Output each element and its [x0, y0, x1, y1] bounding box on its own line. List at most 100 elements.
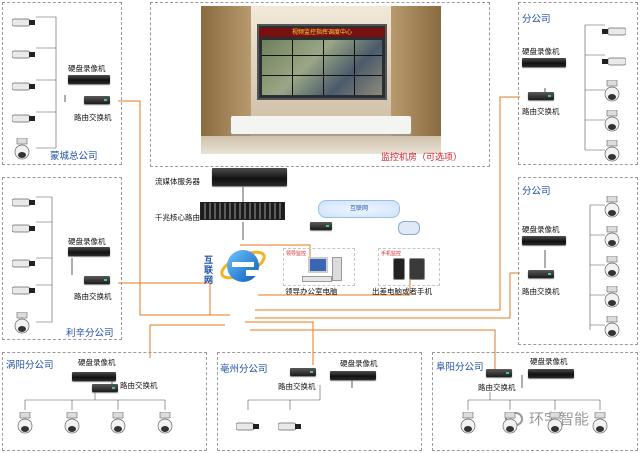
right-mid-router	[528, 270, 554, 278]
mengcheng-dvr-label: 硬盘录像机	[68, 64, 106, 73]
link-mengcheng	[118, 100, 230, 316]
dome-camera-icon	[604, 255, 620, 280]
mobile-label: 出差电脑或者手机	[372, 287, 432, 296]
right-mid-dvr	[522, 236, 566, 245]
cloud-icon	[398, 221, 420, 235]
dome-camera-icon	[604, 109, 620, 134]
pc-tower-icon	[332, 257, 342, 281]
bullet-camera-icon	[602, 21, 627, 36]
core-router	[200, 202, 285, 220]
dome-camera-icon	[604, 225, 620, 250]
dome-camera-icon	[14, 137, 30, 162]
media-server	[212, 168, 287, 186]
branch-mengcheng	[2, 2, 122, 165]
video-wall-photo: 视频监控指挥调度中心	[201, 6, 441, 154]
dome-camera-icon	[592, 411, 608, 436]
bozhou-router-label: 路由交换机	[278, 382, 316, 391]
bozhou-dvr	[330, 371, 376, 380]
mengcheng-router	[84, 96, 110, 104]
branch-bozhou	[217, 352, 422, 451]
pc-keyboard-icon	[302, 276, 332, 282]
media-server-label: 流媒体服务器	[155, 177, 200, 186]
bullet-camera-icon	[11, 280, 36, 295]
bullet-camera-icon	[11, 12, 36, 27]
branch-right-top-name: 分公司	[522, 14, 551, 25]
mengcheng-dvr	[68, 75, 110, 84]
guoyang-dvr	[72, 372, 116, 381]
dome-camera-icon	[604, 139, 620, 164]
right-top-router-label: 路由交换机	[522, 107, 560, 116]
right-mid-dvr-label: 硬盘录像机	[522, 225, 560, 234]
bullet-camera-icon	[602, 51, 627, 66]
bullet-camera-icon	[277, 416, 302, 431]
right-mid-router-label: 路由交换机	[522, 287, 560, 296]
dome-camera-icon	[547, 411, 563, 436]
branch-right-mid-name: 分公司	[522, 186, 551, 197]
bozhou-dvr-label: 硬盘录像机	[340, 359, 378, 368]
video-wall: 视频监控指挥调度中心	[257, 24, 387, 100]
dome-camera-icon	[604, 315, 620, 340]
branch-right-mid	[518, 177, 638, 345]
cloud-switch	[310, 222, 332, 230]
fuyang-dvr	[528, 369, 574, 378]
dome-camera-icon	[604, 79, 620, 104]
branch-lixin-name: 利辛分公司	[66, 328, 114, 339]
right-top-router	[528, 92, 554, 100]
monitor-room-box: 视频监控指挥调度中心 监控机房（可选项）	[150, 2, 490, 167]
fuyang-dvr-label: 硬盘录像机	[530, 357, 568, 366]
bullet-camera-icon	[11, 192, 36, 207]
screen-grid	[262, 40, 382, 95]
leader-pc-label: 领导办公室电脑	[285, 287, 338, 296]
dome-camera-icon	[110, 411, 126, 436]
bullet-camera-icon	[11, 76, 36, 91]
wall-banner: 视频监控指挥调度中心	[259, 28, 385, 37]
right-top-dvr-label: 硬盘录像机	[522, 47, 560, 56]
reception-desk	[231, 116, 411, 134]
guoyang-router	[92, 384, 118, 392]
branch-guoyang	[2, 352, 207, 451]
internet-e-icon	[220, 250, 266, 282]
internet-logo	[218, 240, 268, 290]
bullet-camera-icon	[235, 416, 260, 431]
branch-mengcheng-name: 蒙城总公司	[50, 151, 98, 162]
phone-icon	[393, 258, 405, 280]
cloud-label: 互联网	[349, 205, 368, 212]
lixin-dvr	[68, 247, 110, 256]
monitor-room-label: 监控机房（可选项）	[381, 153, 463, 163]
link-right-mid	[255, 272, 520, 319]
internet-label: 互联网	[204, 256, 214, 286]
right-top-dvr	[522, 58, 566, 67]
bullet-camera-icon	[11, 44, 36, 59]
bozhou-router	[290, 368, 316, 376]
dome-camera-icon	[14, 311, 30, 336]
leader-pc-box: 领导监控	[283, 248, 355, 286]
bullet-camera-icon	[11, 108, 36, 123]
floor	[201, 136, 441, 154]
lixin-router-label: 路由交换机	[74, 292, 112, 301]
link-guoyang	[149, 324, 225, 358]
dome-camera-icon	[17, 411, 33, 436]
link-right-top	[255, 96, 520, 311]
dome-camera-icon	[604, 285, 620, 310]
tablet-icon	[409, 258, 425, 280]
guoyang-dvr-label: 硬盘录像机	[78, 358, 116, 367]
fuyang-router	[486, 369, 512, 377]
dome-camera-icon	[502, 411, 518, 436]
cloud: 互联网	[318, 200, 400, 218]
branch-right-top	[518, 2, 638, 165]
dome-camera-icon	[157, 411, 173, 436]
dome-camera-icon	[64, 411, 80, 436]
pc-monitor-icon	[308, 257, 328, 273]
mobile-tag: 手机监控	[381, 251, 402, 257]
branch-fuyang	[432, 352, 638, 451]
branch-lixin	[2, 177, 122, 340]
lixin-router	[84, 276, 110, 284]
fuyang-router-label: 路由交换机	[478, 383, 516, 392]
leader-tag: 领导监控	[286, 251, 307, 257]
core-router-label: 千兆核心路由	[155, 213, 200, 222]
branch-bozhou-name: 亳州分公司	[220, 364, 268, 375]
guoyang-router-label: 路由交换机	[120, 381, 158, 390]
mobile-box: 手机监控	[378, 248, 440, 286]
branch-guoyang-name: 涡阳分公司	[6, 360, 54, 371]
